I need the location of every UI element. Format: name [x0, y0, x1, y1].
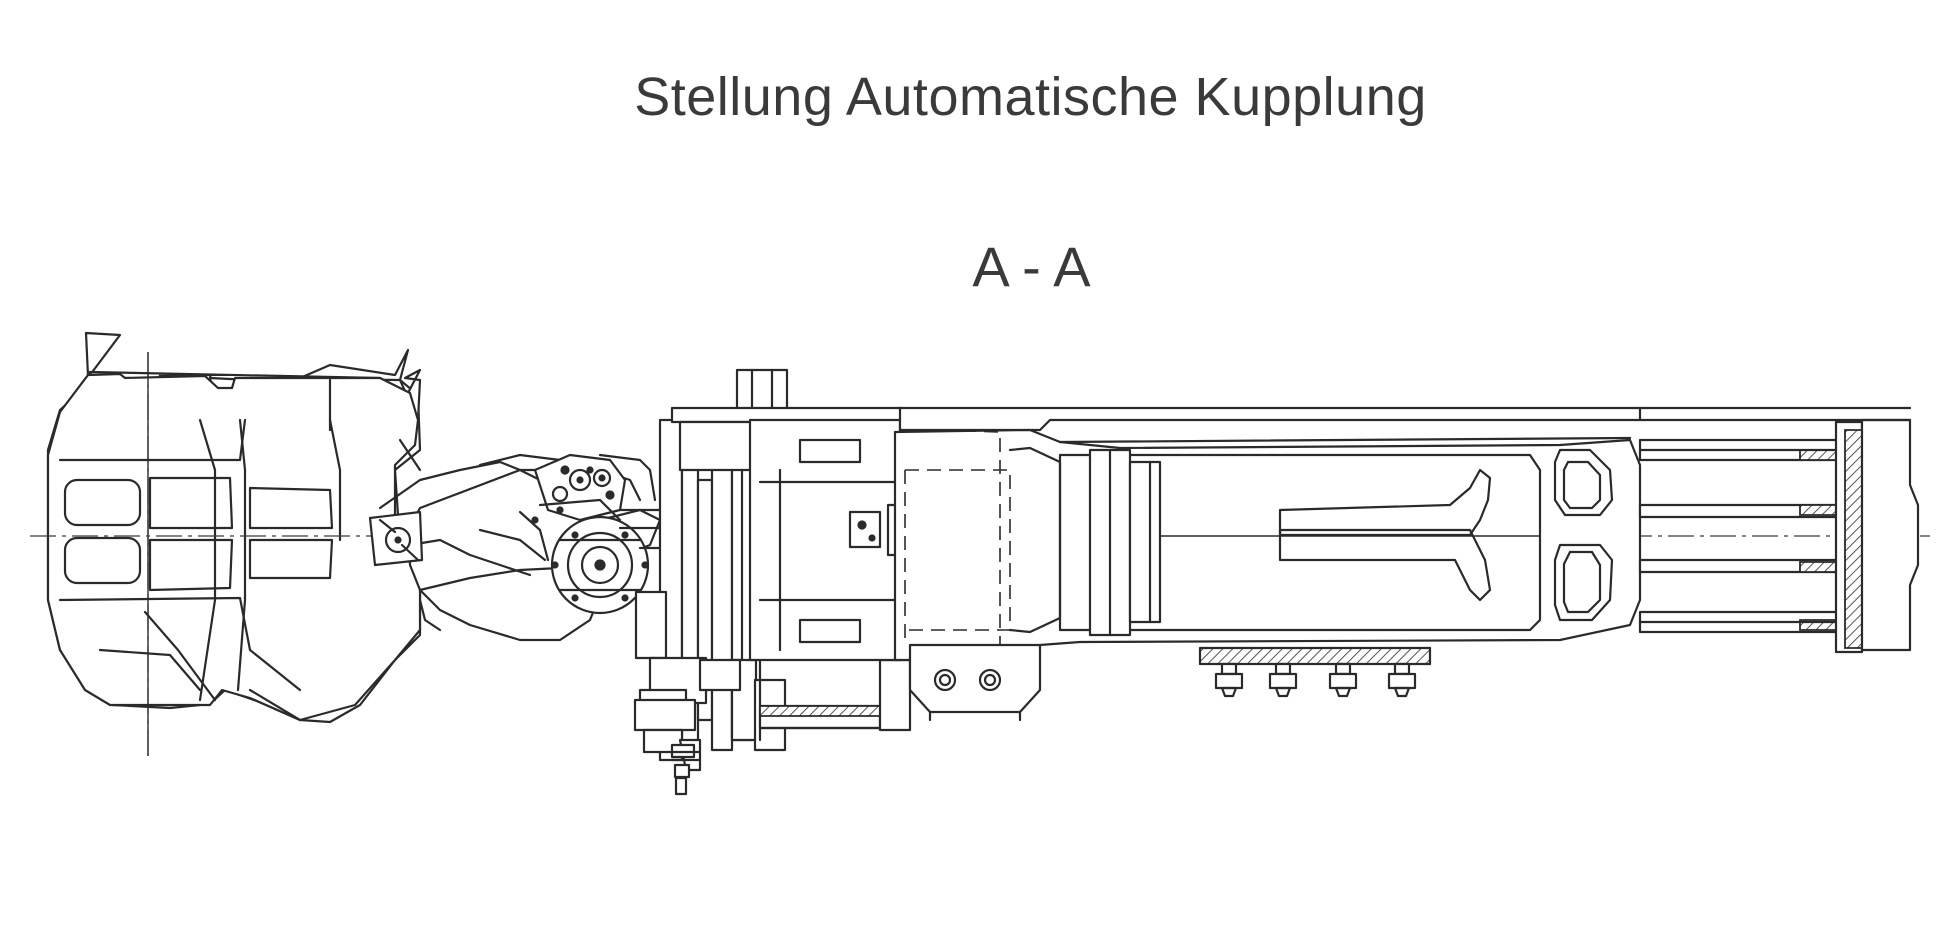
back-plate — [1640, 408, 1918, 652]
coupler-head — [48, 333, 420, 756]
bottom-bolt-bar — [1200, 648, 1430, 696]
yoke-frame — [895, 408, 1640, 720]
bolt-4 — [1389, 664, 1415, 696]
bolt-3 — [1330, 664, 1356, 696]
buffer-rods — [1640, 440, 1840, 632]
bolt-2 — [1270, 664, 1296, 696]
coupling-linkage — [370, 455, 720, 640]
drawing-title: Stellung Automatische Kupplung — [634, 67, 1427, 127]
bolt-1 — [1216, 664, 1242, 696]
section-label: A - A — [972, 235, 1091, 298]
guide-body — [750, 420, 902, 660]
